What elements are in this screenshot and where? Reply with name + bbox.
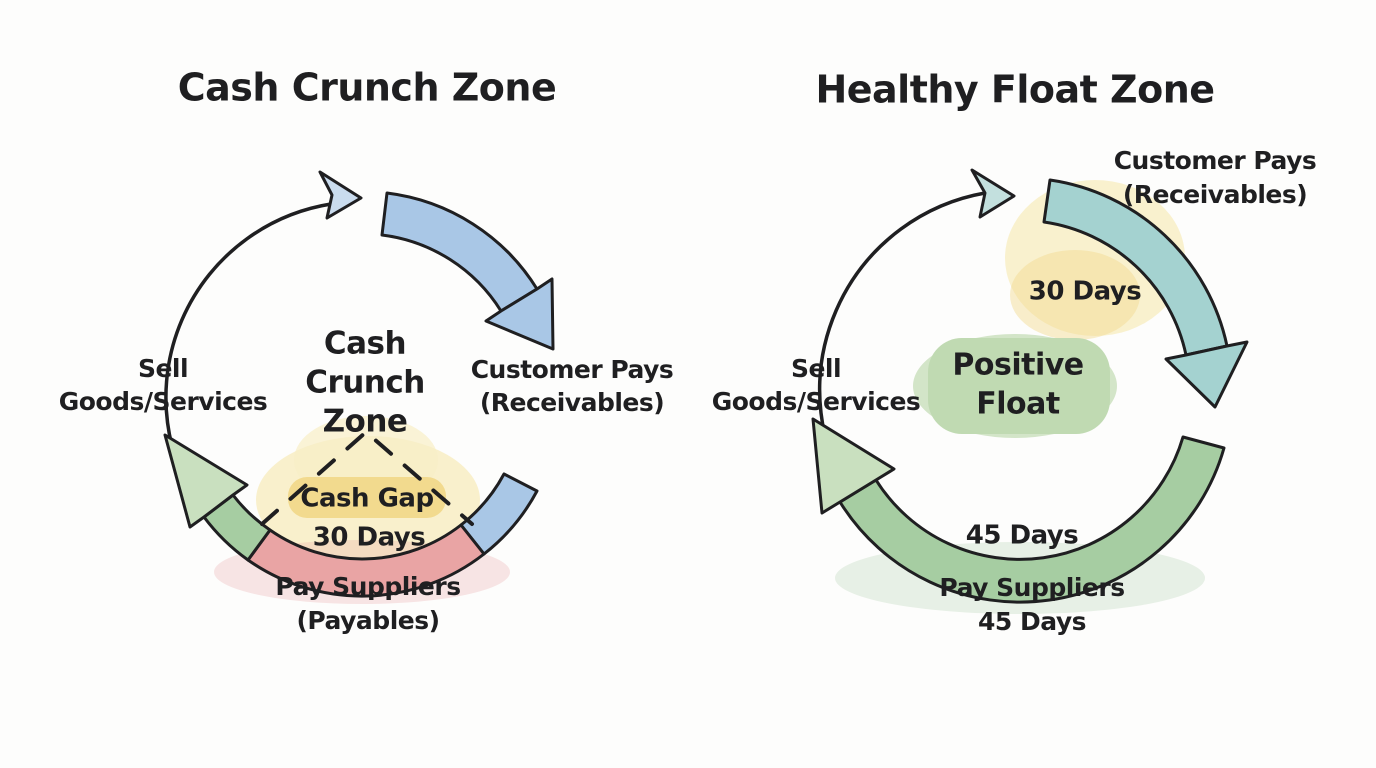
right-cycle-diagram: Healthy Float Zone Customer Pays (Receiv… bbox=[712, 68, 1317, 637]
right-customer-label-line1: Customer Pays bbox=[1114, 146, 1317, 175]
top-arrowhead-icon-right bbox=[970, 168, 1016, 219]
left-customer-label-line2: (Receivables) bbox=[480, 388, 664, 417]
positive-float-line1: Positive bbox=[952, 348, 1083, 383]
payables-arrowhead-icon-right bbox=[811, 417, 896, 515]
right-suppliers-label-line1: Pay Suppliers bbox=[939, 573, 1124, 602]
left-suppliers-label-line1: Pay Suppliers bbox=[275, 572, 460, 601]
receivables-days-label: 30 Days bbox=[1029, 277, 1142, 307]
left-sell-label-line2: Goods/Services bbox=[59, 387, 268, 416]
left-center-line1: Cash bbox=[324, 326, 406, 362]
right-title: Healthy Float Zone bbox=[815, 68, 1214, 112]
cash-gap-highlight bbox=[288, 477, 446, 518]
receivables-arrowhead-icon bbox=[484, 277, 555, 351]
cash-gap-dashed-lines bbox=[260, 430, 474, 526]
left-cycle-diagram: Cash Crunch Zone Cash Crunch Zone Cash G… bbox=[59, 66, 674, 636]
left-title: Cash Crunch Zone bbox=[178, 66, 556, 110]
left-sell-label-line1: Sell bbox=[138, 354, 188, 383]
payables-days-label: 45 Days bbox=[966, 521, 1079, 551]
left-customer-label-line1: Customer Pays bbox=[471, 355, 674, 384]
receivables-arrow-band bbox=[380, 191, 539, 313]
sell-arrowhead-icon bbox=[163, 433, 249, 529]
positive-float-line2: Float bbox=[976, 387, 1060, 422]
receivables-days-wash-inner bbox=[1010, 250, 1140, 340]
left-center-line3: Zone bbox=[323, 404, 408, 440]
positive-float-highlight-spread bbox=[913, 334, 1117, 438]
payables-arrow-band-right bbox=[838, 435, 1226, 604]
right-sell-label-line1: Sell bbox=[791, 354, 841, 383]
receivables-arrowhead-icon-right bbox=[1164, 340, 1249, 409]
right-customer-label-line2: (Receivables) bbox=[1123, 180, 1307, 209]
top-arrowhead-icon bbox=[318, 170, 363, 220]
cash-gap-days: 30 Days bbox=[313, 523, 426, 553]
left-center-line2: Crunch bbox=[305, 365, 425, 401]
cash-gap-label: Cash Gap bbox=[300, 484, 433, 514]
left-suppliers-label-line2: (Payables) bbox=[296, 606, 439, 635]
right-suppliers-label-line2: 45 Days bbox=[978, 607, 1086, 636]
right-sell-label-line2: Goods/Services bbox=[712, 387, 921, 416]
